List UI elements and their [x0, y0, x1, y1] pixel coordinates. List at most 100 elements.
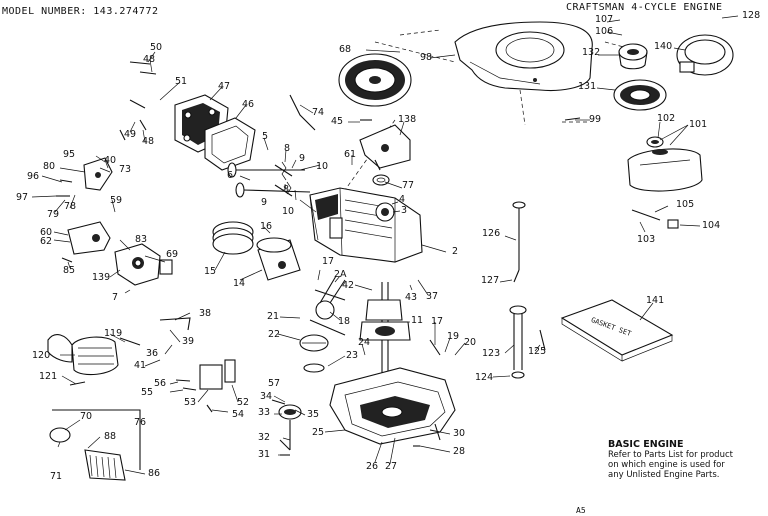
callout-31: 31 — [258, 449, 271, 460]
dipstick — [512, 201, 526, 283]
basic-engine-line-2: on which engine is used for — [608, 460, 725, 470]
callout-5: 5 — [262, 131, 269, 142]
head-gasket — [204, 117, 256, 171]
callout-97: 97 — [16, 192, 29, 203]
callout-78: 78 — [64, 201, 77, 212]
callout-48b: 48 — [142, 136, 155, 147]
connecting-rod — [315, 275, 346, 320]
callout-132: 132 — [582, 47, 601, 58]
callout-49: 49 — [124, 129, 137, 140]
callout-4: 4 — [399, 194, 406, 205]
callout-96: 96 — [27, 171, 40, 182]
callout-80: 80 — [43, 161, 56, 172]
page-code: A5 — [576, 506, 586, 515]
callout-15: 15 — [204, 266, 217, 277]
blower-housing — [454, 21, 593, 92]
callout-77: 77 — [402, 180, 415, 191]
callout-47: 47 — [218, 81, 231, 92]
callout-6: 6 — [227, 170, 234, 181]
callout-59: 59 — [110, 195, 123, 206]
basic-engine-line-1: Refer to Parts List for product — [608, 450, 733, 460]
fuel-cap — [646, 136, 664, 148]
callout-61: 61 — [344, 149, 357, 160]
fasteners — [56, 61, 581, 456]
starter-cup — [618, 43, 648, 70]
callout-74: 74 — [312, 107, 325, 118]
callout-55: 55 — [141, 387, 154, 398]
callout-57: 57 — [268, 378, 281, 389]
model-number: MODEL NUMBER: 143.274772 — [2, 6, 159, 17]
callout-73: 73 — [119, 164, 132, 175]
callout-54: 54 — [232, 409, 245, 420]
basic-engine-line-3: any Unlisted Engine Parts. — [608, 470, 720, 480]
callout-27: 27 — [385, 461, 398, 472]
callout-103: 103 — [637, 234, 656, 245]
callout-8: 8 — [284, 143, 291, 154]
callout-68: 68 — [339, 44, 352, 55]
callout-19: 19 — [447, 331, 460, 342]
callout-106: 106 — [595, 26, 614, 37]
basic-engine-note: BASIC ENGINE Refer to Parts List for pro… — [608, 439, 758, 481]
flywheel — [338, 53, 412, 107]
callout-11: 11 — [411, 315, 424, 326]
callout-127: 127 — [481, 275, 500, 286]
callout-43: 43 — [405, 292, 418, 303]
callout-30: 30 — [453, 428, 466, 439]
callout-86: 86 — [148, 468, 161, 479]
callout-2A: 2A — [334, 269, 347, 280]
flywheel-screen — [613, 79, 667, 111]
callout-3: 3 — [401, 205, 408, 216]
callout-56: 56 — [154, 378, 167, 389]
callout-9b: 9 — [261, 197, 268, 208]
callout-8b: 8 — [283, 184, 290, 195]
piston — [256, 237, 301, 281]
callout-105: 105 — [676, 199, 695, 210]
callout-99: 99 — [589, 114, 602, 125]
sump — [329, 367, 456, 445]
callout-76: 76 — [134, 417, 147, 428]
crankshaft — [359, 282, 411, 375]
intake-elbow — [199, 359, 236, 390]
leader-lines — [31, 15, 739, 475]
callout-24: 24 — [358, 337, 371, 348]
breather — [67, 221, 111, 255]
callout-123: 123 — [482, 348, 501, 359]
callout-140: 140 — [654, 41, 673, 52]
callout-28: 28 — [453, 446, 466, 457]
callout-121: 121 — [39, 371, 58, 382]
callout-138: 138 — [398, 114, 417, 125]
callout-23: 23 — [346, 350, 359, 361]
callout-17b: 17 — [431, 316, 444, 327]
callout-33: 33 — [258, 407, 271, 418]
ignition-armature — [359, 124, 411, 169]
callout-48: 48 — [143, 54, 156, 65]
callout-45: 45 — [331, 116, 344, 127]
callout-20: 20 — [464, 337, 477, 348]
governor-link — [83, 157, 113, 191]
callout-10: 10 — [316, 161, 329, 172]
callout-120: 120 — [32, 350, 51, 361]
air-cleaner — [49, 409, 141, 481]
callout-131: 131 — [578, 81, 597, 92]
callout-71: 71 — [50, 471, 63, 482]
basic-engine-title: BASIC ENGINE — [608, 439, 684, 450]
callout-35: 35 — [307, 409, 320, 420]
callout-107: 107 — [595, 14, 614, 25]
callout-17: 17 — [322, 256, 335, 267]
callout-50: 50 — [150, 42, 163, 53]
callout-22: 22 — [268, 329, 281, 340]
callout-141: 141 — [646, 295, 665, 306]
callout-46: 46 — [242, 99, 255, 110]
callout-36: 36 — [146, 348, 159, 359]
callout-18: 18 — [338, 316, 351, 327]
rewind-starter — [676, 34, 734, 76]
callout-126: 126 — [482, 228, 501, 239]
callout-124: 124 — [475, 372, 494, 383]
carburetor — [114, 243, 173, 286]
callout-98: 98 — [420, 52, 433, 63]
callout-7: 7 — [112, 292, 119, 303]
callout-38: 38 — [199, 308, 212, 319]
callout-26: 26 — [366, 461, 379, 472]
piston-rings — [212, 221, 254, 255]
